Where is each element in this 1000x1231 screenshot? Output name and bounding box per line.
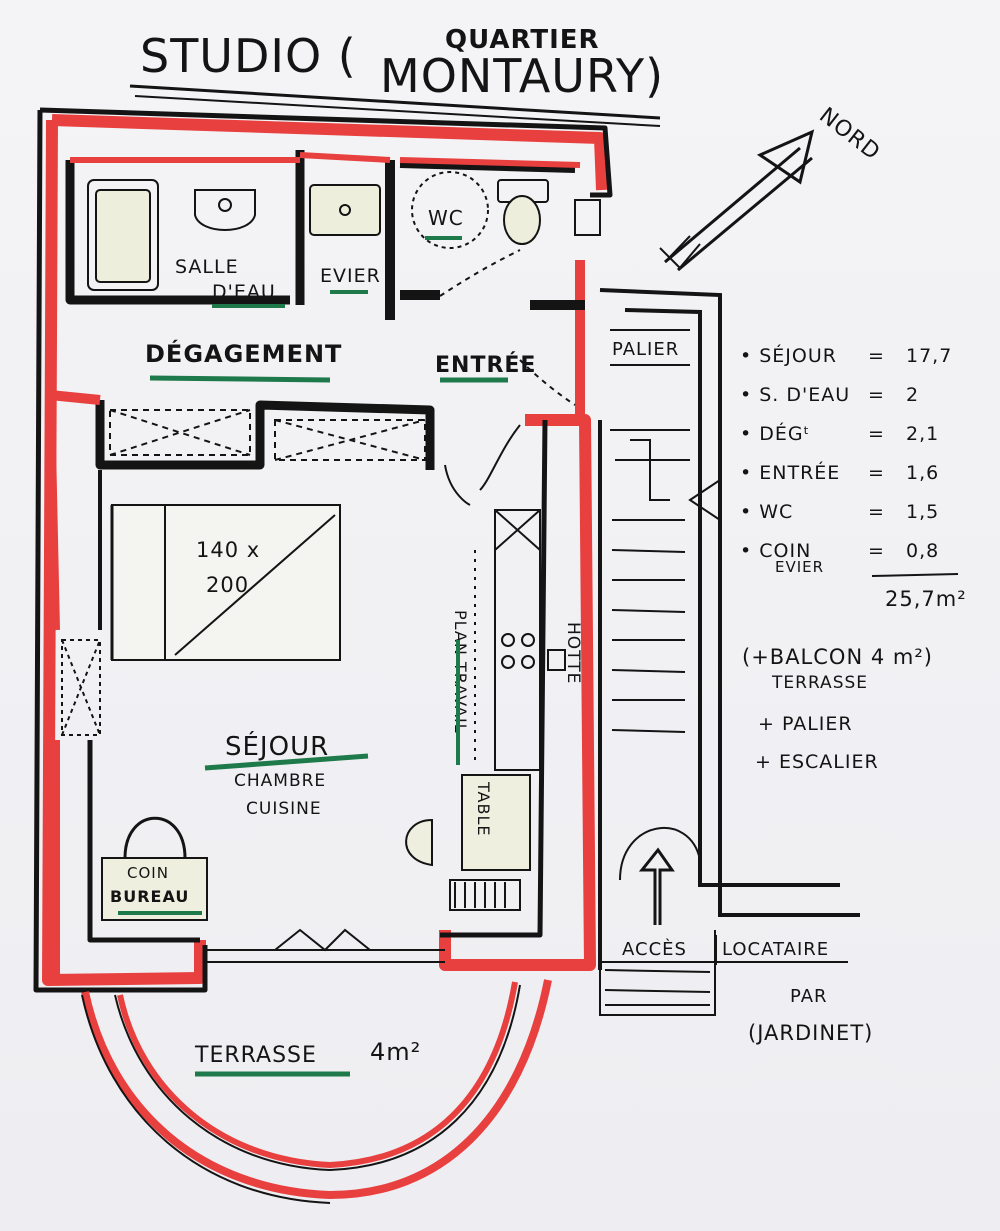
label-sejour: SÉJOUR	[225, 730, 329, 762]
exterior-walls	[33, 107, 613, 993]
area-label: • ENTRÉE	[740, 461, 840, 484]
label-table: TABLE	[474, 781, 493, 836]
extra-escalier: + ESCALIER	[755, 751, 879, 773]
area-total: 25,7m²	[885, 587, 967, 611]
area-value: 2	[906, 384, 919, 406]
label-entree: ENTRÉE	[435, 352, 536, 378]
area-value: 17,7	[906, 345, 952, 367]
label-jardinet: (JARDINET)	[748, 1021, 873, 1045]
label-bureau: BUREAU	[110, 887, 189, 906]
room-labels: SALLE D'EAU EVIER WC DÉGAGEMENT ENTRÉE P…	[110, 206, 873, 1077]
label-bed-size-1: 140 x	[196, 538, 260, 562]
area-summary: EVIER 25,7m² (+BALCON 4 m²) TERRASSE + P…	[742, 558, 967, 773]
label-par: PAR	[790, 986, 828, 1007]
fixtures	[61, 171, 601, 963]
label-terrasse-area: 4m²	[370, 1038, 421, 1066]
area-equals: =	[868, 540, 885, 562]
label-palier: PALIER	[612, 339, 679, 360]
label-wc: WC	[428, 206, 464, 230]
area-label: • DÉGᵗ	[740, 422, 810, 445]
area-equals: =	[868, 423, 885, 445]
label-coin: COIN	[127, 864, 169, 882]
label-evier: EVIER	[320, 265, 381, 287]
area-coin-line2: EVIER	[775, 558, 824, 576]
extra-palier: + PALIER	[758, 713, 853, 735]
label-degagement: DÉGAGEMENT	[145, 339, 342, 368]
label-plan-travail: PLAN TRAVAIL	[451, 610, 470, 734]
label-cuisine: CUISINE	[246, 799, 322, 819]
label-chambre: CHAMBRE	[234, 771, 326, 791]
label-hotte: HOTTE	[563, 622, 583, 684]
label-acces: ACCÈS	[622, 938, 687, 960]
area-equals: =	[868, 501, 885, 523]
area-value: 2,1	[906, 423, 939, 445]
area-label: • WC	[740, 501, 793, 523]
area-value: 1,6	[906, 462, 939, 484]
area-value: 0,8	[906, 540, 939, 562]
area-label: • S. D'EAU	[740, 384, 850, 406]
area-value: 1,5	[906, 501, 939, 523]
area-label: • COIN	[740, 540, 811, 562]
title-block: STUDIO ( QUARTIER MONTAURY)	[129, 25, 664, 127]
area-equals: =	[868, 384, 885, 406]
title-studio: STUDIO (	[140, 29, 357, 83]
label-bed-size-2: 200	[206, 573, 249, 597]
title-montaury: MONTAURY)	[380, 49, 664, 103]
area-list: • SÉJOUR = 17,7 • S. D'EAU = 2 • DÉGᵗ = 2,1 • ENT…	[740, 344, 952, 562]
area-equals: =	[868, 345, 885, 367]
north-arrow: NORD	[659, 103, 885, 272]
staircase	[599, 288, 860, 1016]
terrace-outline	[81, 979, 552, 1204]
label-terrasse: TERRASSE	[194, 1043, 317, 1068]
north-label: NORD	[814, 103, 885, 166]
area-label: • SÉJOUR	[740, 344, 837, 367]
area-equals: =	[868, 462, 885, 484]
extra-terrasse: TERRASSE	[771, 673, 868, 693]
label-locataire: LOCATAIRE	[722, 939, 829, 960]
label-salle: SALLE	[175, 256, 239, 278]
title-quartier: QUARTIER	[445, 25, 600, 55]
extra-balcon: (+BALCON 4 m²)	[742, 645, 933, 669]
label-deau: D'EAU	[212, 281, 276, 303]
